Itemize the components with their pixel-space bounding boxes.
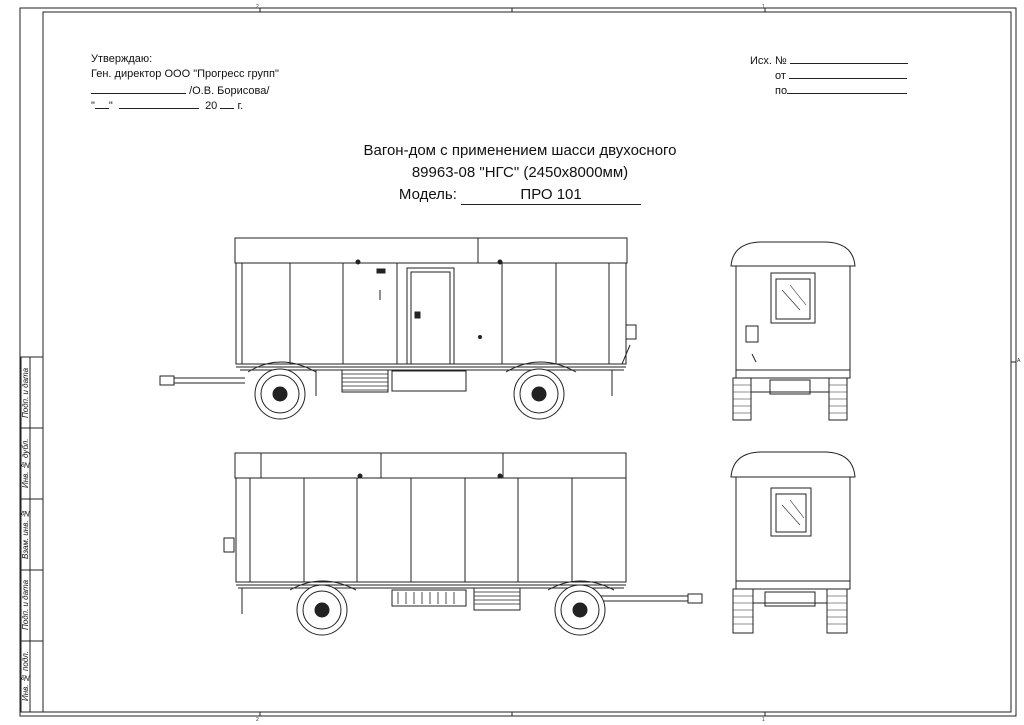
front-view — [730, 241, 856, 421]
stamp-cell: Подп. и дата — [21, 367, 30, 419]
model-value: ПРО 101 — [461, 185, 642, 205]
approval-position: Ген. директор ООО "Прогресс групп" — [91, 68, 279, 80]
zone-label: 1 — [762, 4, 765, 10]
stamp-cell: Взам. инв. № — [21, 509, 30, 559]
ref-to: по — [775, 83, 908, 98]
drawing-title-line1: Вагон-дом с применением шасси двухосного — [363, 142, 677, 159]
ref-number: Исх. № — [750, 53, 908, 68]
stamp-cell: Инв. № дубл. — [21, 438, 30, 488]
zone-label: A — [1017, 358, 1021, 364]
stamp-cell: Подп. и дата — [21, 579, 30, 631]
ref-from: от — [775, 68, 907, 83]
approval-date: "" 20 г. — [91, 100, 244, 112]
stamp-cell: Инв. № подл. — [21, 651, 30, 701]
approval-signature: /О.В. Борисова/ — [91, 83, 269, 98]
zone-label: 1 — [762, 717, 765, 723]
zone-label: 2 — [256, 4, 259, 10]
stamp-table — [20, 356, 44, 713]
drawing-model: Модель: ПРО 101 — [0, 185, 1024, 205]
approval-title: Утверждаю: — [91, 53, 153, 65]
side-view-bottom — [223, 452, 703, 636]
rear-view — [730, 451, 856, 634]
zone-label: 2 — [256, 717, 259, 723]
side-view-top — [159, 237, 637, 420]
drawing-title-line2: 89963-08 "НГС" (2450х8000мм) — [411, 164, 629, 181]
